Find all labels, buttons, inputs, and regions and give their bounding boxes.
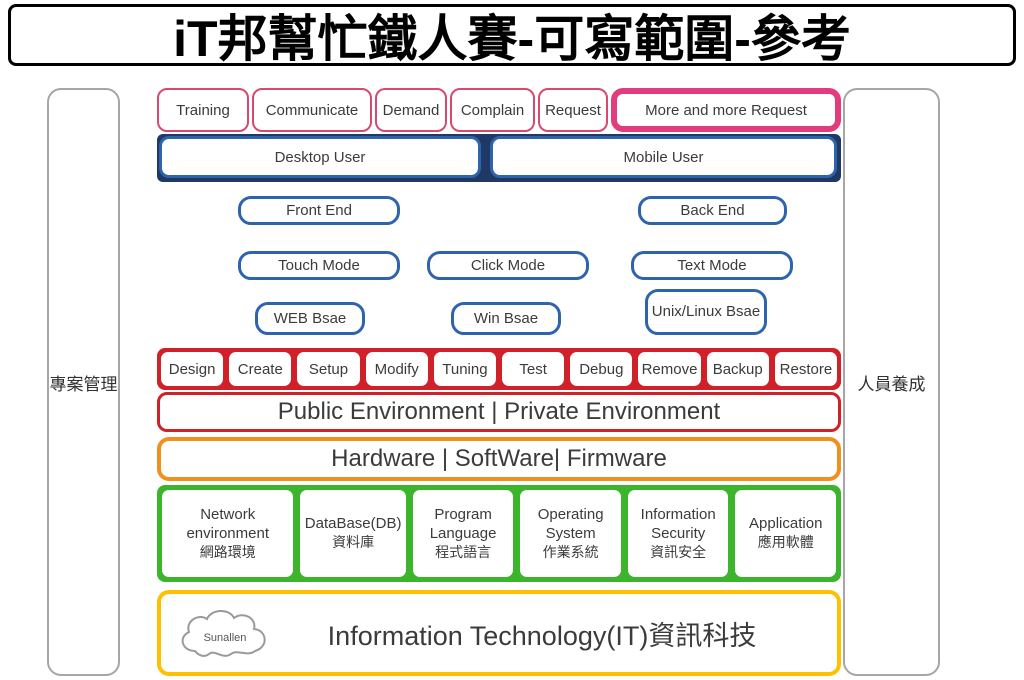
node-operating-system-zh: 作業系統 xyxy=(542,543,599,560)
node-program-language: Program Language 程式語言 xyxy=(410,488,516,579)
node-network-environment-zh: 網路環境 xyxy=(199,543,256,560)
operations-row: Design Create Setup Modify Tuning Test D… xyxy=(157,348,841,390)
node-information-security-zh: 資訊安全 xyxy=(650,543,707,560)
node-modify: Modify xyxy=(363,350,430,388)
node-operating-system-en: Operating System xyxy=(537,506,604,542)
node-design: Design xyxy=(159,350,226,388)
node-demand: Demand xyxy=(375,88,447,132)
end-row: Front End Back End xyxy=(157,196,841,225)
node-win-base: Win Bsae xyxy=(451,302,561,335)
node-desktop-user: Desktop User xyxy=(159,136,481,178)
node-database-zh: 資料庫 xyxy=(332,534,375,551)
node-network-environment-en: Network environment xyxy=(186,506,269,542)
panel-personnel-development-label: 人員養成 xyxy=(857,374,926,394)
node-mobile-user: Mobile User xyxy=(490,136,837,178)
node-test: Test xyxy=(500,350,567,388)
node-information-security-en: Information Security xyxy=(640,506,716,542)
node-application-zh: 應用軟體 xyxy=(757,534,814,551)
node-environment-bar: Public Environment | Private Environment xyxy=(157,392,841,432)
mode-row: Touch Mode Click Mode Text Mode xyxy=(157,251,841,280)
node-setup: Setup xyxy=(295,350,362,388)
node-create: Create xyxy=(227,350,294,388)
panel-personnel-development: 人員養成 xyxy=(843,88,940,676)
node-back-end: Back End xyxy=(638,196,787,225)
node-program-language-zh: 程式語言 xyxy=(435,543,492,560)
node-program-language-en: Program Language xyxy=(429,506,497,542)
panel-project-management-label: 專案管理 xyxy=(49,374,118,394)
node-text-mode: Text Mode xyxy=(631,251,793,280)
node-database-en: DataBase(DB) xyxy=(304,515,402,533)
node-application: Application 應用軟體 xyxy=(733,488,838,579)
node-tuning: Tuning xyxy=(431,350,499,388)
node-web-base: WEB Bsae xyxy=(255,302,365,335)
request-row: Training Communicate Demand Complain Req… xyxy=(157,88,841,132)
node-application-en: Application xyxy=(749,515,823,533)
node-hardware-bar: Hardware | SoftWare| Firmware xyxy=(157,437,841,481)
node-request: Request xyxy=(538,88,608,132)
diagram-main: Training Communicate Demand Complain Req… xyxy=(157,88,841,676)
cloud-icon: Sunallen xyxy=(181,610,266,657)
node-click-mode: Click Mode xyxy=(427,251,589,280)
panel-project-management: 專案管理 xyxy=(47,88,120,676)
node-complain: Complain xyxy=(450,88,535,132)
node-front-end: Front End xyxy=(238,196,400,225)
node-restore: Restore xyxy=(772,350,840,388)
page-title: iT邦幫忙鐵人賽-可寫範圍-參考 xyxy=(8,4,1016,67)
node-debug: Debug xyxy=(568,350,635,388)
cloud-label: Sunallen xyxy=(204,632,247,644)
footer-text: Information Technology(IT)資訊科技 xyxy=(327,620,757,651)
node-unix-linux-base: Unix/Linux Bsae xyxy=(645,289,767,335)
base-row: WEB Bsae Win Bsae Unix/Linux Bsae xyxy=(157,289,841,335)
node-touch-mode: Touch Mode xyxy=(238,251,400,280)
node-it-footer: Sunallen Information Technology(IT)資訊科技 xyxy=(157,590,841,676)
technology-row: Network environment 網路環境 DataBase(DB) 資料… xyxy=(157,485,841,582)
node-operating-system: Operating System 作業系統 xyxy=(518,488,623,579)
node-information-security: Information Security 資訊安全 xyxy=(625,488,731,579)
user-row: Desktop User Mobile User xyxy=(157,134,841,182)
node-remove: Remove xyxy=(636,350,703,388)
node-backup: Backup xyxy=(704,350,771,388)
node-more-and-more-request: More and more Request xyxy=(611,88,841,132)
node-database: DataBase(DB) 資料庫 xyxy=(298,488,408,579)
node-communicate: Communicate xyxy=(252,88,372,132)
node-network-environment: Network environment 網路環境 xyxy=(160,488,296,579)
node-training: Training xyxy=(157,88,249,132)
